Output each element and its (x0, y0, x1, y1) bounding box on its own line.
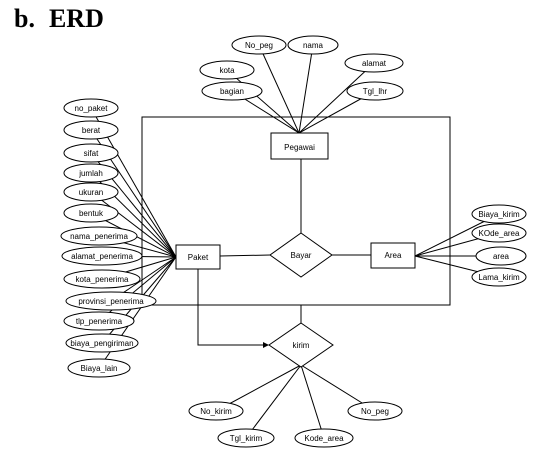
attribute-label: No_peg (245, 41, 273, 50)
attribute-kirim-kode-area: Kode_area (294, 428, 354, 448)
attribute-label: bagian (220, 87, 244, 96)
attribute-label: area (493, 252, 510, 261)
attribute-label: Kode_area (304, 434, 344, 443)
attribute-label: alamat_penerima (71, 252, 133, 261)
section-number: b. (14, 4, 35, 33)
arrowhead-icon (263, 342, 269, 348)
link-pegawai-no-peg (258, 44, 300, 134)
entity-paket: Paket (175, 244, 221, 270)
attribute-area-biaya-kirim: Biaya_kirim (471, 204, 527, 224)
attributes-layer: No_peg nama kota alamat bagian Tgl_lhr no_pake… (60, 35, 527, 448)
attribute-label: ukuran (79, 188, 103, 197)
entity-area: Area (370, 242, 416, 269)
entity-pegawai: Pegawai (270, 132, 329, 160)
link-paket-ukuran (90, 191, 177, 258)
entity-area-label: Area (385, 251, 402, 260)
relationship-bayar: Bayar (269, 232, 333, 278)
entity-pegawai-label: Pegawai (284, 143, 315, 152)
attribute-pegawai-bagian: bagian (201, 81, 263, 101)
attribute-paket-alamat-penerima: alamat_penerima (61, 246, 143, 266)
link-kirim-tgl-kirim (245, 364, 302, 439)
attribute-kirim-tgl-kirim: Tgl_kirim (217, 428, 275, 448)
attribute-pegawai-no-peg: No_peg (231, 35, 287, 55)
attribute-paket-tlp-penerima: tlp_penerima (63, 311, 135, 331)
link-pegawai-alamat (298, 62, 375, 134)
relationship-kirim: kirim (268, 322, 334, 368)
attribute-label: no_paket (75, 104, 109, 113)
attribute-paket-no-paket: no_paket (63, 98, 119, 118)
attribute-paket-bentuk: bentuk (63, 203, 119, 223)
attribute-label: berat (82, 126, 101, 135)
attribute-paket-biaya-pengiriman: biaya_pengiriman (65, 333, 139, 353)
link-kirim-kode-area (300, 364, 325, 439)
attribute-label: Biaya_kirim (478, 210, 520, 219)
entity-paket-label: Paket (188, 253, 209, 262)
attribute-label: tlp_penerima (76, 317, 123, 326)
attribute-paket-sifat: sifat (63, 143, 119, 163)
attribute-label: KOde_area (479, 229, 520, 238)
attribute-pegawai-nama: nama (287, 35, 339, 55)
link-pegawai-nama (298, 44, 314, 134)
system-boundary (141, 116, 451, 306)
attribute-label: nama_penerima (70, 232, 128, 241)
attribute-paket-nama-penerima: nama_penerima (60, 226, 138, 246)
attribute-label: provinsi_penerima (78, 297, 144, 306)
attribute-label: jumlah (78, 169, 103, 178)
section-title: ERD (48, 4, 104, 33)
attribute-label: Lama_kirim (478, 273, 520, 282)
attribute-label: alamat (362, 59, 387, 68)
attribute-label: sifat (84, 149, 99, 158)
attribute-pegawai-alamat: alamat (344, 53, 404, 73)
link-paket-kirim (197, 269, 263, 346)
attribute-label: Tgl_lhr (363, 87, 388, 96)
attribute-label: Tgl_kirim (230, 434, 263, 443)
attribute-paket-kota-penerima: kota_penerima (63, 269, 141, 289)
link-paket-bayar (219, 254, 271, 257)
attribute-area-lama-kirim: Lama_kirim (471, 267, 527, 287)
attribute-paket-biaya-lain: Biaya_lain (67, 358, 131, 378)
attribute-paket-jumlah: jumlah (63, 163, 119, 183)
attribute-kirim-no-kirim: No_kirim (188, 401, 244, 421)
attribute-label: kota_penerima (76, 275, 129, 284)
attribute-paket-ukuran: ukuran (63, 182, 119, 202)
attribute-area-kode-area: KOde_area (471, 223, 527, 243)
attribute-pegawai-kota: kota (199, 60, 255, 80)
link-pegawai-kota (226, 69, 300, 134)
attribute-label: No_peg (361, 407, 389, 416)
attribute-label: Biaya_lain (81, 364, 118, 373)
section-heading: b. ERD (14, 4, 104, 34)
relationship-bayar-label: Bayar (291, 251, 312, 260)
relationship-kirim-label: kirim (293, 341, 310, 350)
attribute-label: biaya_pengiriman (70, 339, 133, 348)
attribute-label: kota (219, 66, 235, 75)
attribute-label: bentuk (79, 209, 104, 218)
attribute-label: No_kirim (200, 407, 232, 416)
attribute-paket-berat: berat (63, 120, 119, 140)
attribute-kirim-no-peg: No_peg (347, 401, 403, 421)
attribute-paket-provinsi-penerima: provinsi_penerima (65, 291, 157, 311)
attribute-label: nama (303, 41, 324, 50)
attribute-pegawai-tgl-lhr: Tgl_lhr (346, 81, 404, 101)
link-paket-tlp-penerima (98, 256, 177, 322)
attribute-area-area: area (475, 246, 527, 266)
